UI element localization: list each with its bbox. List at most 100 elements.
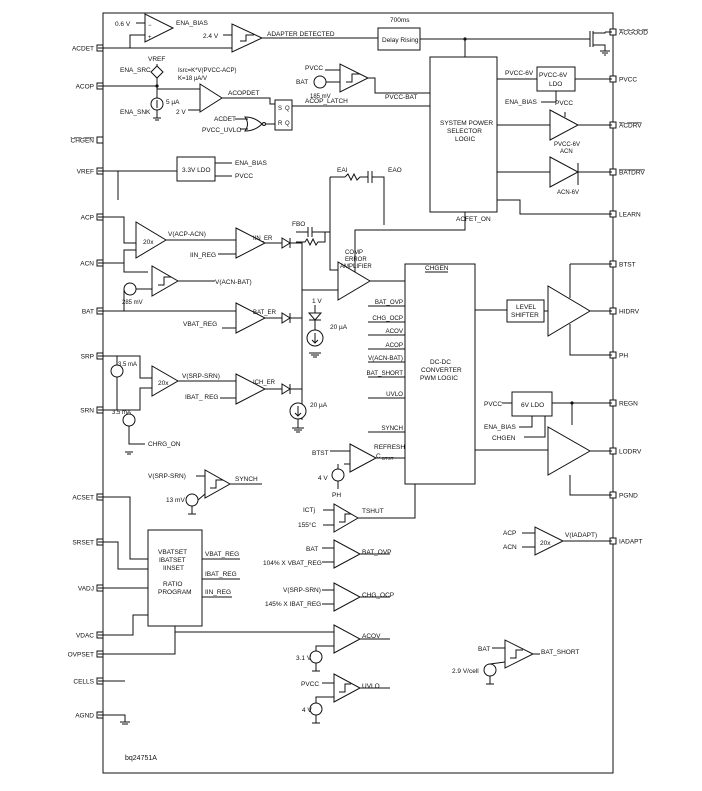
pin-chgen	[96, 136, 104, 144]
ldo-3v3-block	[176, 156, 216, 182]
bat-short-comparator	[504, 639, 535, 669]
ground-icon	[600, 50, 610, 56]
v29cell-label: 2.9 V/cell	[452, 668, 479, 675]
ph-label: PH	[332, 492, 341, 499]
refresh-label: REFRESH	[374, 444, 405, 451]
left-pins: ACDETACOPCHGENVREFACPACNBATSRPSRNACSETSR…	[68, 44, 104, 720]
voltage-source-icon	[313, 75, 327, 89]
ua20b-label: 20 µA	[310, 402, 328, 409]
chrg-on-label: CHRG_ON	[148, 441, 181, 448]
pin-label-acp: ACP	[81, 215, 94, 222]
pin-label-ph: PH	[619, 353, 628, 360]
ref-0v6-label: 0.6 V	[115, 21, 131, 28]
pin-label-ovpset: OVPSET	[68, 652, 94, 659]
acp2-label: ACP	[503, 530, 516, 537]
pvcc-ldo-line-2: LDO	[549, 81, 562, 88]
minus-sign: −	[148, 23, 152, 29]
voltage-source-icon	[483, 663, 497, 677]
bat-error-amp	[235, 302, 267, 334]
pin-label-acdet: ACDET	[72, 46, 94, 53]
pvcc-bat-section: PVCC BAT 185 mV PVCC-BAT	[296, 63, 430, 101]
pin-label-pvcc: PVCC	[619, 77, 637, 84]
pin-label-agnd: AGND	[75, 713, 94, 720]
tshut-section: ICTj 155°C TSHUT	[298, 484, 416, 533]
v-acp-acn-label: V(ACP-ACN)	[168, 231, 206, 238]
iin-er-label: IIN_ER	[253, 236, 273, 242]
ground-icon	[188, 506, 196, 515]
pvcc-label: PVCC	[305, 65, 323, 72]
eai-label: EAI	[337, 167, 348, 174]
hysteresis-icon	[339, 683, 351, 693]
bat-ovp-label: BAT_OVP	[362, 549, 392, 556]
tshut-comparator	[333, 503, 359, 533]
pvcc6v-acn-bottom: ACN	[560, 149, 573, 155]
voltage-source-icon	[185, 493, 199, 507]
v31-label: 3.1 V	[296, 655, 312, 662]
pin-label-vdac: VDAC	[76, 633, 94, 640]
dcdc-converter-block	[404, 263, 476, 485]
mv13-label: 13 mV	[166, 497, 185, 504]
pin-label-learn: LEARN	[619, 212, 641, 219]
charge-current-section: 3.5 mA 3.5 mA 20x V(SRP-SRN) ICH_ER IBAT…	[98, 355, 328, 455]
ich-er-label: ICH_ER	[253, 380, 276, 386]
rp-out-ibat: IBAT_REG	[205, 571, 237, 578]
dcdc-input-3: ACOP	[385, 342, 403, 349]
ictj-label: ICTj	[303, 507, 315, 514]
i5ua-label: 5 µA	[166, 99, 180, 106]
iadapt-amp	[534, 526, 565, 556]
pin-label-srn: SRN	[80, 408, 94, 415]
bat-label: BAT	[296, 79, 308, 86]
dcdc-input-0: BAT_OVP	[375, 299, 403, 306]
dcdc-line-2: CONVERTER	[421, 367, 462, 374]
ref-2v4-label: 2.4 V	[203, 33, 219, 40]
uvlo-comparator	[333, 673, 362, 703]
dcdc-input-5: BAT_SHORT	[366, 370, 403, 377]
chg-ocp-label: CHG_OCP	[362, 592, 394, 599]
dcdc-line-1: DC-DC	[430, 359, 451, 366]
dcdc-line-3: PWM LOGIC	[420, 375, 458, 382]
ldo33-pvcc-label: PVCC	[235, 173, 253, 180]
spsl-line-2: SELECTOR	[447, 128, 482, 135]
input-current-section: 20x V(ACP-ACN) IIN_ER IIN_REG V(ACN-BAT)…	[98, 216, 303, 420]
comp-line-1: COMP	[345, 250, 363, 256]
tshut-label: TSHUT	[362, 508, 384, 515]
bat2-label: BAT	[306, 546, 318, 553]
ratio-line-2: IBATSET	[159, 557, 186, 564]
uvlo-label: UVLO	[362, 683, 380, 690]
fbo-label: FBO	[292, 221, 305, 228]
gate-drivers: LEVEL SHIFTER PVCC 6V LDO ENA_BIAS CHGEN	[484, 263, 612, 496]
pin-label-chgen: CHGEN	[71, 138, 95, 145]
vsrpsrn3-label: V(SRP-SRN)	[283, 587, 321, 594]
voltage-source-icon	[309, 650, 323, 664]
ldo33-label: 3.3V LDO	[182, 167, 211, 174]
pvcc3-label: PVCC	[301, 681, 319, 688]
ground-icon	[292, 419, 304, 433]
ena-bias-2-label: ENA_BIAS	[505, 99, 537, 106]
voltage-source-icon	[331, 468, 345, 482]
comp-line-3: AMPLIFIER	[340, 264, 372, 270]
ena-bias-3-label: ENA_BIAS	[484, 424, 516, 431]
cbtst-label: C	[376, 453, 381, 460]
pvcc-ldo-line-1: PVCC-6V	[539, 72, 568, 79]
v4-label: 4 V	[318, 475, 328, 482]
hysteresis-icon	[510, 649, 523, 659]
dcdc-input-2: ACOV	[385, 328, 403, 335]
v4b-label: 4 V	[302, 707, 312, 714]
cbtst-sub-label: BTST	[382, 456, 394, 461]
pvcc-bat-label: PVCC-BAT	[385, 94, 417, 101]
pvcc6v-label: PVCC-6V	[505, 70, 534, 77]
hysteresis-icon	[339, 513, 351, 523]
chgen-input-label: CHGEN	[425, 265, 449, 272]
ldo33-ena-label: ENA_BIAS	[235, 160, 267, 167]
acdet-section: 0.6 V ENA_BIAS − + 2.4 V ADAPTER DETECTE…	[98, 13, 612, 57]
fbo-network-icon	[296, 227, 330, 247]
rp-out-iin: IIN_REG	[205, 589, 231, 596]
latch-qb: Q	[285, 121, 290, 127]
v-srp-srn-label: V(SRP-SRN)	[182, 373, 220, 380]
level-shifter-line-1: LEVEL	[516, 304, 537, 311]
pvcc-bat-comparator	[339, 63, 370, 93]
acn-bat-comparator	[151, 265, 180, 297]
dcdc-inputs: BAT_OVPCHG_OCPACOVACOPV(ACN-BAT)BAT_SHOR…	[366, 299, 405, 433]
pin-label-iadapt: IADAPT	[619, 539, 643, 546]
